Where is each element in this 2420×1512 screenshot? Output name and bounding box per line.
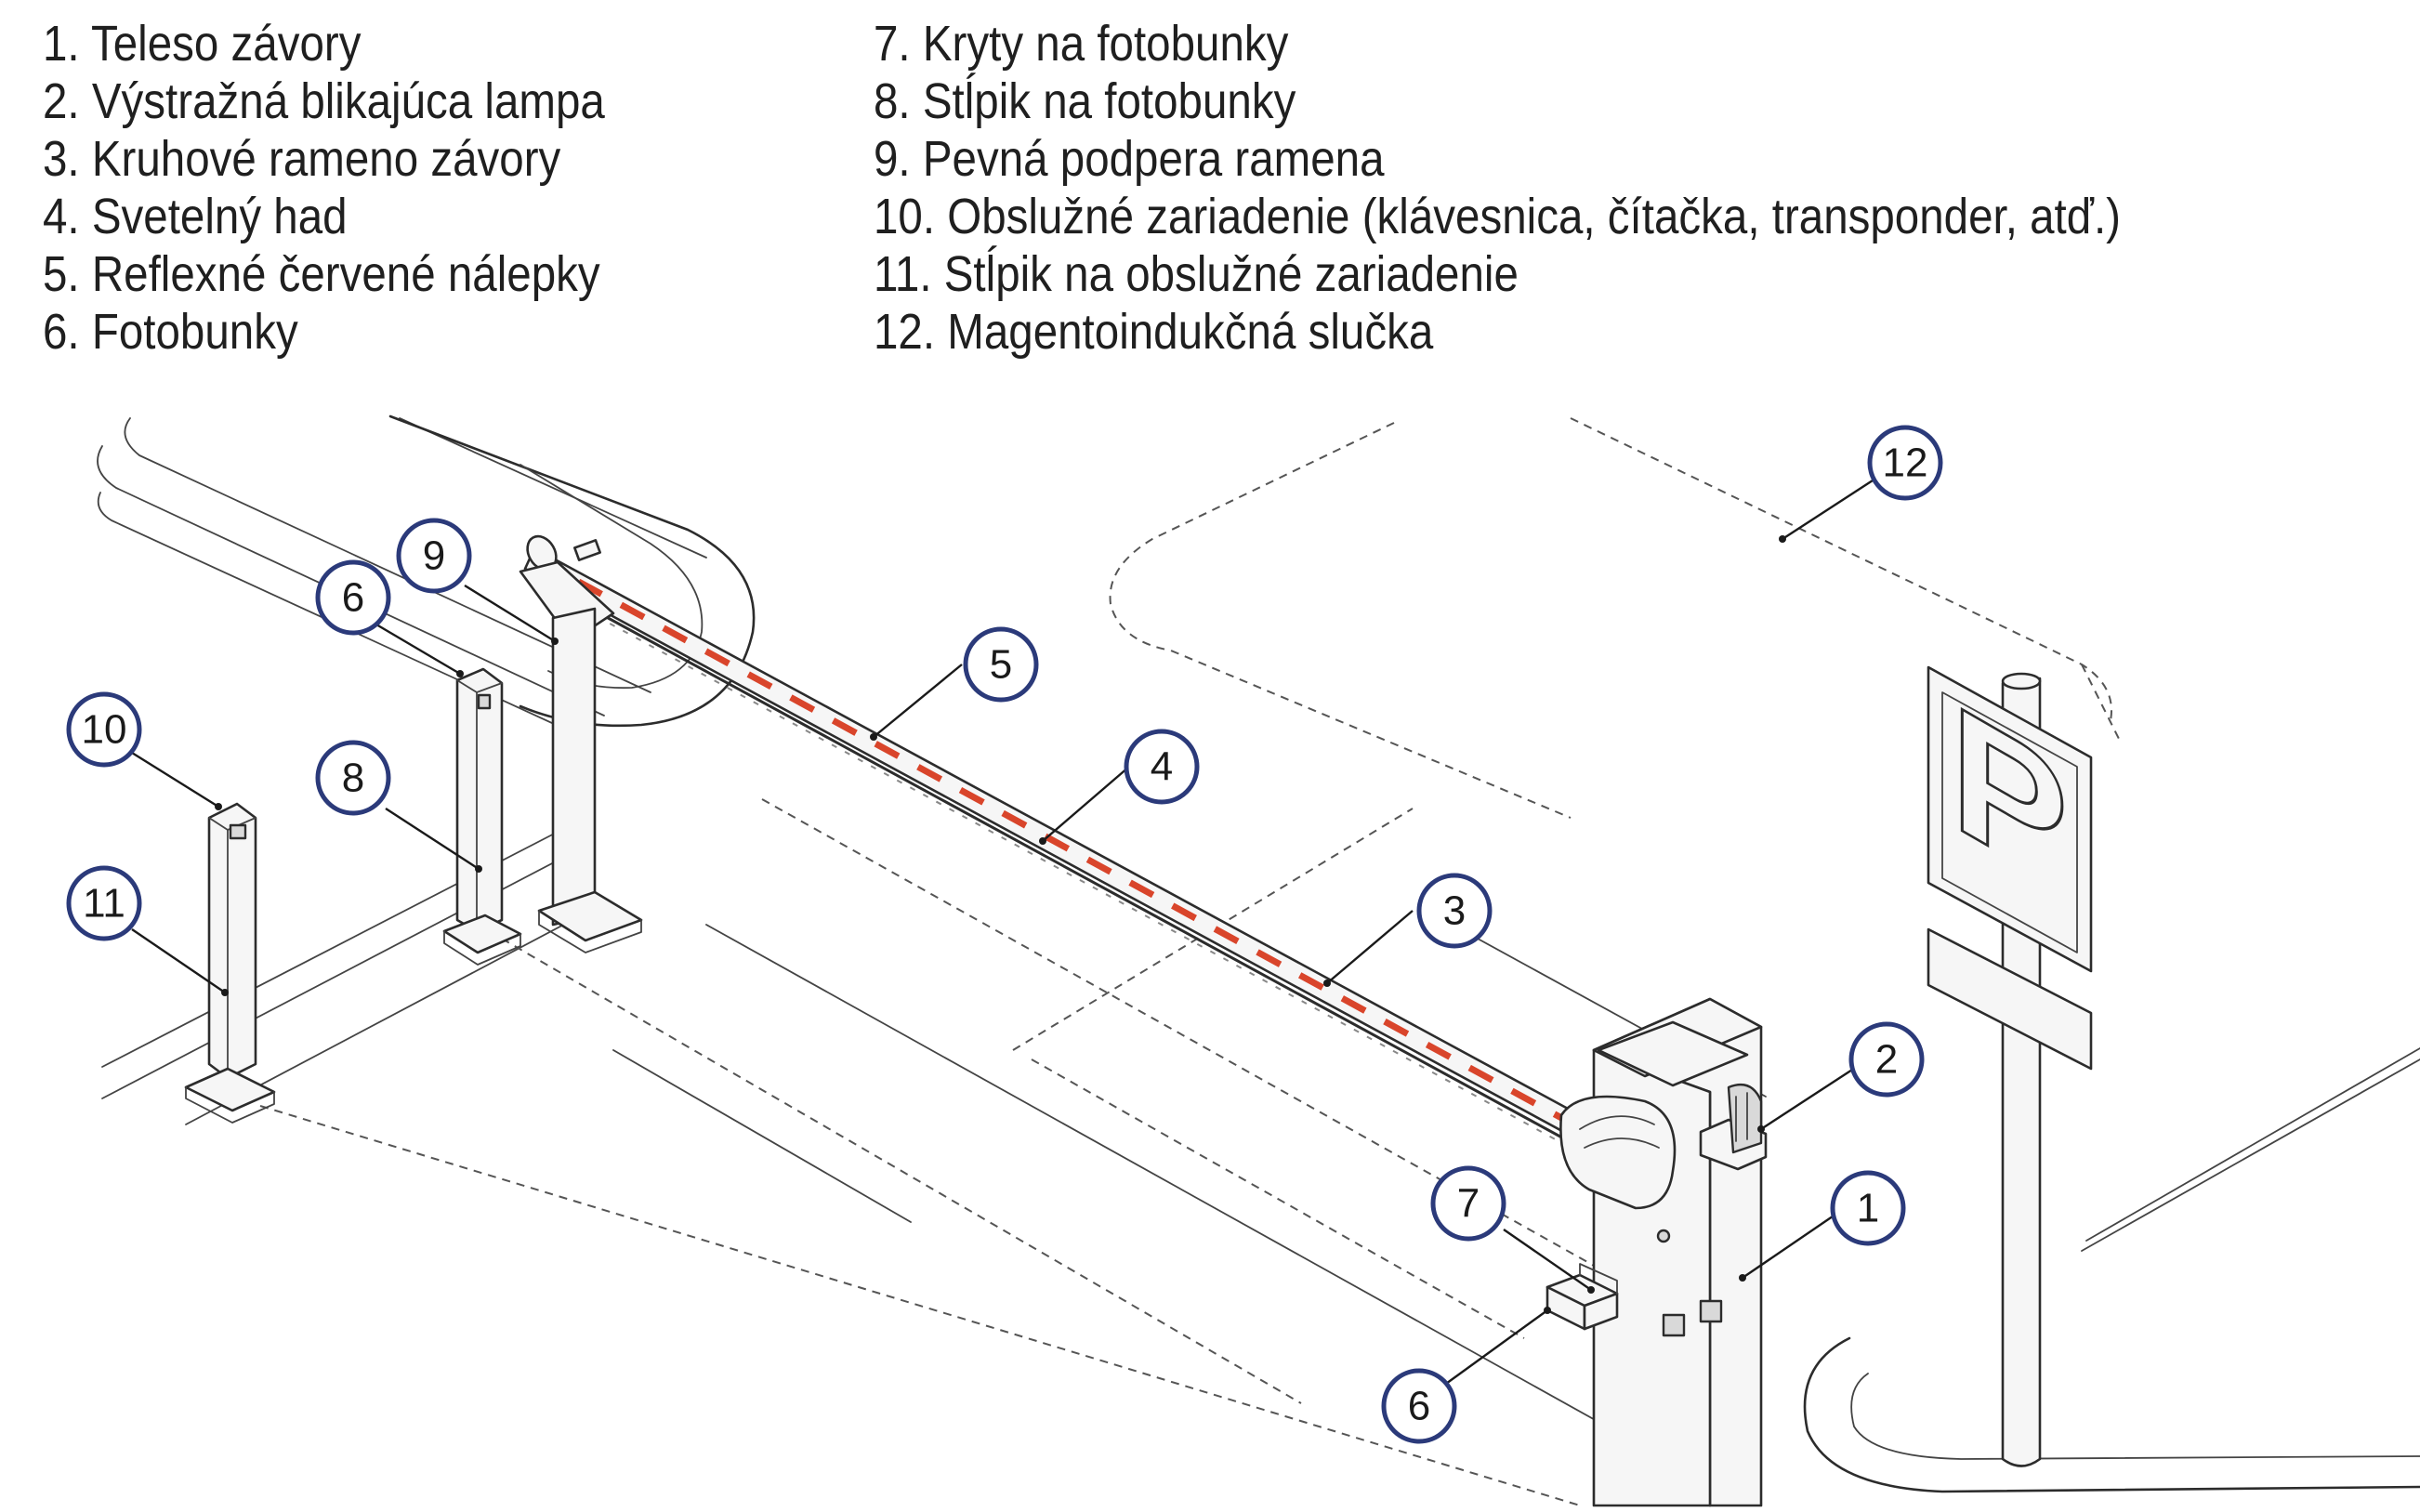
callout-1: 1: [1830, 1170, 1906, 1246]
callout-5: 5: [963, 626, 1039, 703]
callout-6-left: 6: [315, 559, 391, 636]
legend-item-1: 1. Teleso závory: [43, 16, 362, 72]
svg-text:10: 10: [82, 707, 127, 753]
callout-11: 11: [66, 865, 142, 941]
svg-text:4: 4: [1151, 744, 1173, 790]
legend-item-11: 11. Stĺpik na obslužné zariadenie: [874, 246, 1519, 302]
legend-item-10: 10. Obslužné zariadenie (klávesnica, čít…: [874, 189, 2121, 244]
photocell-on-barrier: [1545, 1263, 1619, 1331]
svg-text:9: 9: [423, 533, 445, 579]
callout-6-barrier: 6: [1381, 1368, 1457, 1444]
leader-lines: [131, 479, 1874, 1409]
parking-sign: P: [1927, 664, 2093, 1467]
svg-text:2: 2: [1875, 1037, 1898, 1083]
callout-12: 12: [1867, 425, 1943, 501]
barrier-body: [1559, 997, 1763, 1507]
legend-item-5: 5. Reflexné červené nálepky: [43, 246, 600, 302]
legend-item-4: 4. Svetelný had: [43, 189, 348, 244]
legend-right: 7. Kryty na fotobunky 8. Stĺpik na fotob…: [874, 15, 2291, 361]
svg-text:8: 8: [342, 756, 364, 801]
callout-10: 10: [66, 691, 142, 768]
legend-left: 1. Teleso závory 2. Výstražná blikajúca …: [43, 15, 681, 361]
service-device-post: [184, 802, 276, 1124]
callout-3: 3: [1416, 873, 1493, 949]
svg-text:12: 12: [1883, 440, 1928, 486]
svg-text:1: 1: [1857, 1186, 1879, 1231]
svg-text:6: 6: [1408, 1384, 1430, 1429]
photocell-post-left: [442, 667, 522, 966]
legend-item-2: 2. Výstražná blikajúca lampa: [43, 73, 605, 129]
legend-item-3: 3. Kruhové rameno závory: [43, 131, 561, 187]
legend-item-8: 8. Stĺpik na fotobunky: [874, 73, 1296, 129]
legend-item-7: 7. Kryty na fotobunky: [874, 16, 1289, 72]
svg-text:3: 3: [1443, 888, 1466, 934]
svg-text:7: 7: [1457, 1181, 1480, 1227]
callout-4: 4: [1124, 729, 1200, 805]
legend-item-12: 12. Magentoindukčná slučka: [874, 304, 1434, 360]
callout-2: 2: [1848, 1021, 1925, 1098]
warning-lamp: [1699, 1083, 1768, 1171]
callout-9: 9: [396, 518, 472, 594]
svg-text:11: 11: [83, 881, 125, 927]
legend-item-9: 9. Pevná podpera ramena: [874, 131, 1385, 187]
callout-8: 8: [315, 740, 391, 816]
boom-arm: [523, 534, 1582, 1149]
callouts: 1 2 3 4 5 6 6 7: [66, 425, 1943, 1444]
svg-text:5: 5: [990, 642, 1012, 688]
svg-text:6: 6: [342, 575, 364, 621]
callout-7: 7: [1430, 1165, 1506, 1242]
legend-item-6: 6. Fotobunky: [43, 304, 298, 360]
fixed-arm-support: [519, 539, 643, 953]
dashed-guides: [259, 417, 2120, 1506]
